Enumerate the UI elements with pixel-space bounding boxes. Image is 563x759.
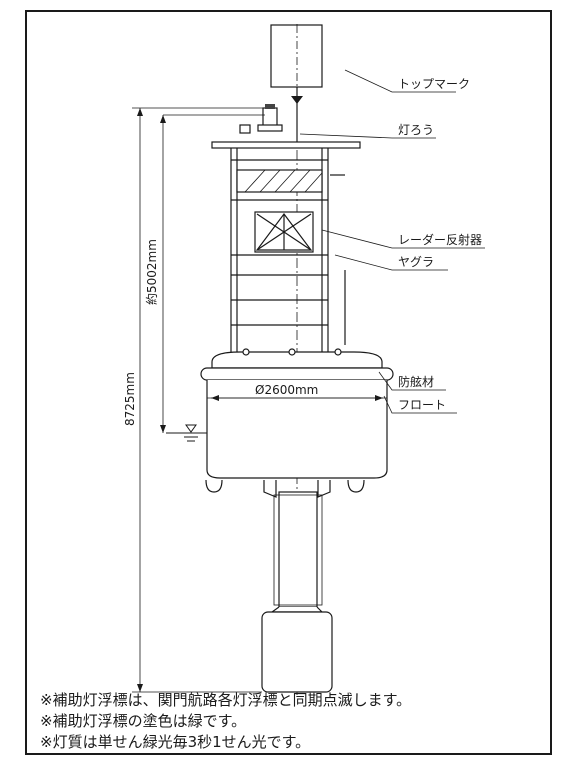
label-float: フロート xyxy=(398,398,446,412)
counterweight xyxy=(261,611,333,693)
height-dimensions xyxy=(132,107,265,693)
top-mark xyxy=(270,24,323,88)
label-lamp: 灯ろう xyxy=(398,123,434,137)
note-1: ※補助灯浮標は、関門航路各灯浮標と同期点滅します。 xyxy=(40,691,412,709)
label-fender: 防舷材 xyxy=(398,374,434,389)
float xyxy=(200,348,394,498)
label-total-height: 8725mm xyxy=(123,372,137,426)
radar-reflector xyxy=(254,211,314,253)
platform xyxy=(211,141,361,149)
label-top-mark: トップマーク xyxy=(398,77,470,91)
waterline-symbol xyxy=(166,424,207,442)
note-2: ※補助灯浮標の塗色は緑です。 xyxy=(40,712,247,730)
label-radar-reflector: レーダー反射器 xyxy=(398,232,482,247)
label-height-above: 約5002mm xyxy=(144,239,159,305)
note-3: ※灯質は単せん緑光毎3秒1せん光です。 xyxy=(40,733,311,751)
lamp xyxy=(262,107,278,127)
lower-column xyxy=(261,491,333,693)
leader-lines xyxy=(299,69,485,414)
hatched-band xyxy=(236,169,323,193)
label-diameter: Ø2600mm xyxy=(255,383,318,397)
label-yagura: ヤグラ xyxy=(398,255,434,269)
